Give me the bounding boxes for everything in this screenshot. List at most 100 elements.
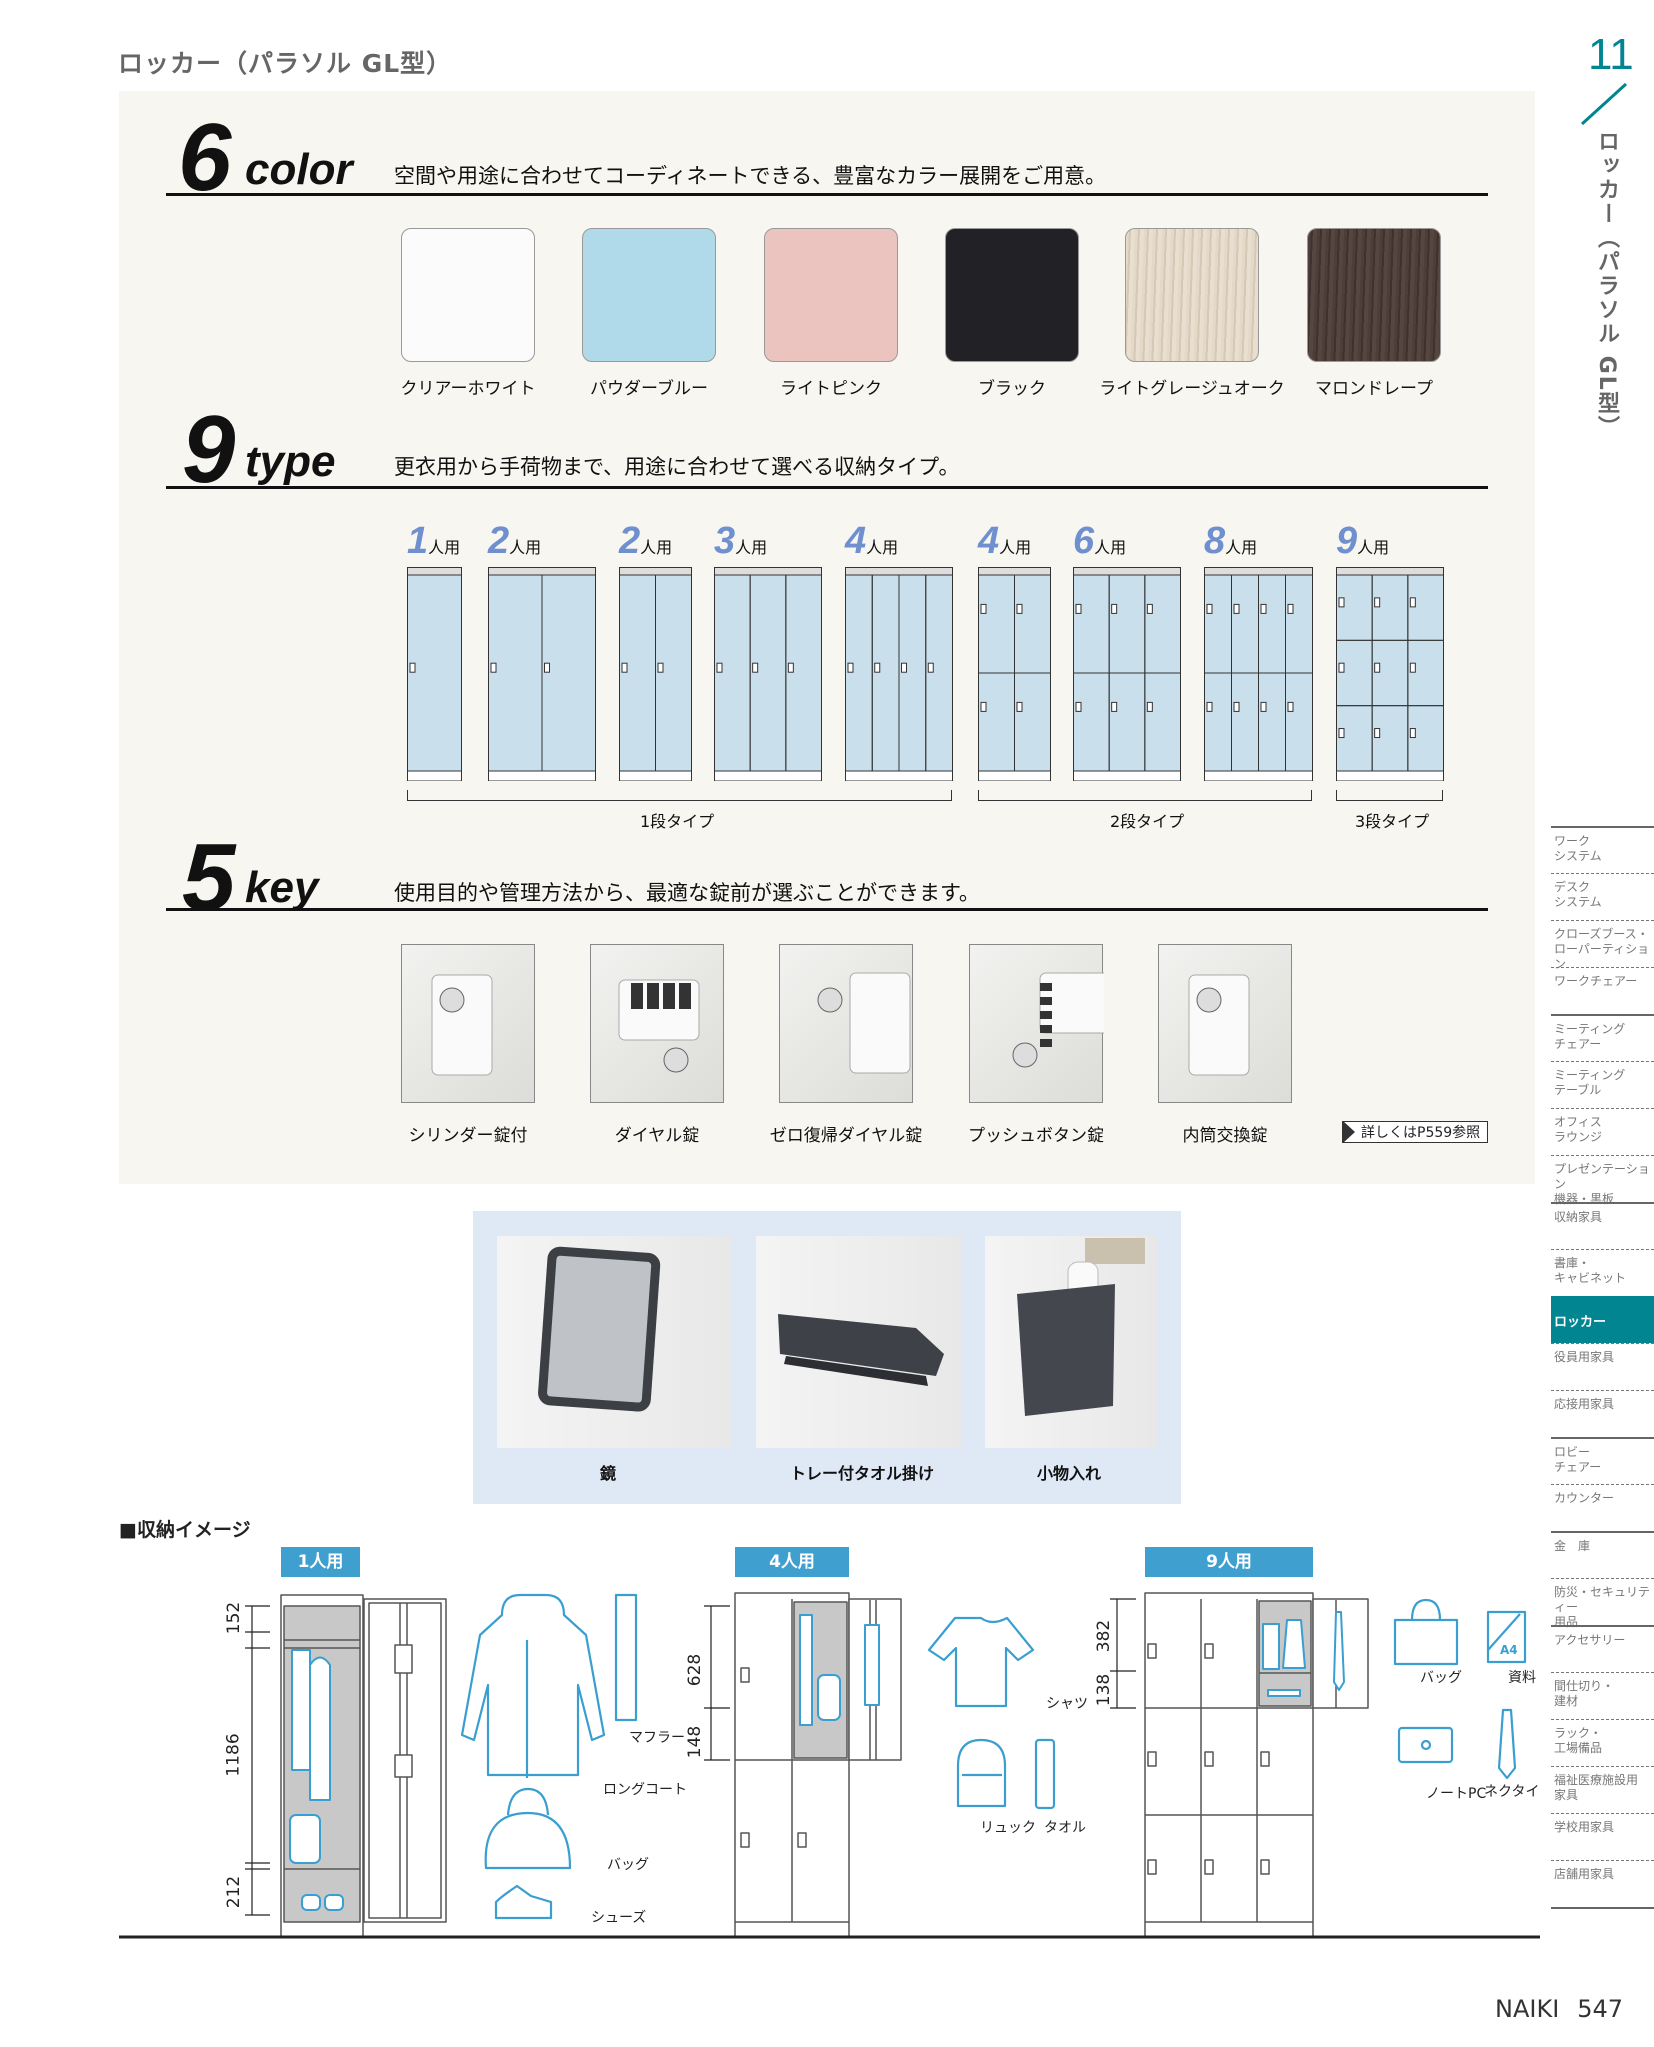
locker-drawing[interactable] [845, 567, 954, 781]
locker-drawing[interactable] [488, 567, 597, 781]
sidebar-item[interactable]: デスク システム [1551, 873, 1654, 920]
locker-9-contents [1262, 1611, 1345, 1697]
sidebar-item[interactable]: ワーク システム [1551, 826, 1654, 873]
locker-drawing[interactable] [1336, 567, 1445, 781]
color-swatch[interactable] [945, 228, 1079, 362]
sidebar-item[interactable]: 収納家具 [1551, 1202, 1654, 1249]
count-number: 1 [407, 520, 429, 562]
lock-icon [618, 979, 700, 1073]
towel-icon [1034, 1738, 1056, 1810]
key-lead: 使用目的や管理方法から、最適な錠前が選ぶことができます。 [394, 881, 980, 905]
sidebar-item[interactable]: プレゼンテーション 機器・黒板 [1551, 1155, 1654, 1206]
key-label: プッシュボタン錠 [968, 1126, 1104, 1146]
bag-icon [484, 1787, 572, 1870]
locker-door [1285, 672, 1313, 772]
sidebar-item[interactable]: ミーティング テーブル [1551, 1061, 1654, 1108]
sidebar-item[interactable]: 役員用家具 [1551, 1343, 1654, 1390]
locker-drawing[interactable] [619, 567, 693, 781]
sidebar-item[interactable]: 防災・セキュリティー 用品 [1551, 1578, 1654, 1629]
handle-icon [874, 662, 881, 673]
sidebar-item[interactable]: 応接用家具 [1551, 1390, 1654, 1437]
locker-1-contents [289, 1649, 344, 1911]
sidebar-item[interactable]: 学校用家具 [1551, 1813, 1654, 1860]
sidebar-item[interactable]: 書庫・ キャビネット [1551, 1249, 1654, 1296]
swatch-label: ブラック [978, 379, 1046, 399]
handle-icon [1016, 701, 1023, 712]
locker-top [845, 567, 953, 576]
sidebar-item[interactable]: オフィス ラウンジ [1551, 1108, 1654, 1155]
sidebar-item[interactable]: ロビー チェアー [1551, 1437, 1654, 1484]
locker-door [541, 574, 596, 772]
sidebar-item[interactable]: カウンター [1551, 1484, 1654, 1531]
color-swatch[interactable] [582, 228, 716, 362]
handle-icon [927, 662, 934, 673]
chapter-number: 11 [1588, 30, 1634, 79]
handle-icon [1206, 603, 1213, 614]
badge-4: 4人用 [735, 1547, 849, 1577]
sidebar-item[interactable]: ロッカー [1551, 1296, 1654, 1343]
muffler-icon [614, 1593, 638, 1722]
locker-top [488, 567, 596, 576]
sidebar-item[interactable]: ワークチェアー [1551, 967, 1654, 1014]
handle-icon [1206, 701, 1213, 712]
coat-icon [460, 1593, 606, 1778]
color-swatch[interactable] [401, 228, 535, 362]
handle-icon [1233, 701, 1240, 712]
sidebar-item[interactable]: 福祉医療施設用 家具 [1551, 1766, 1654, 1813]
unit: 人用 [509, 538, 542, 557]
sidebar-item[interactable]: 金 庫 [1551, 1531, 1654, 1578]
sidebar-item[interactable]: クローズブース・ ローパーティション [1551, 920, 1654, 971]
backpack-icon [956, 1738, 1007, 1808]
accessory-label: トレー付タオル掛け [790, 1464, 935, 1483]
sidebar-item[interactable]: 間仕切り・ 建材 [1551, 1672, 1654, 1719]
handle-icon [1409, 662, 1416, 673]
locker-body [407, 574, 462, 772]
sidebar-item[interactable]: ラック・ 工場備品 [1551, 1719, 1654, 1766]
handle-icon [1287, 701, 1294, 712]
dim-label: 138 [1094, 1673, 1115, 1707]
handle-icon [1338, 597, 1345, 608]
color-swatch[interactable] [764, 228, 898, 362]
locker-count-label: 2人用 [488, 520, 541, 563]
locker-drawing[interactable] [1073, 567, 1182, 781]
handle-icon [787, 662, 794, 673]
sidebar-item[interactable]: ミーティング チェアー [1551, 1014, 1654, 1061]
locker-drawing[interactable] [978, 567, 1052, 781]
count-number: 2 [488, 520, 510, 562]
locker-count-label: 4人用 [978, 520, 1031, 563]
lock-icon [1012, 972, 1121, 1068]
handle-icon [1233, 603, 1240, 614]
shirt-icon [927, 1616, 1035, 1708]
dimension-lines [245, 1598, 1136, 1916]
item-label: シューズ [591, 1910, 647, 1926]
reference-link[interactable]: 詳しくはP559参照 [1342, 1121, 1488, 1143]
locker-count-label: 6人用 [1073, 520, 1126, 563]
handle-icon [1338, 728, 1345, 739]
unit: 人用 [866, 538, 899, 557]
color-lead: 空間や用途に合わせてコーディネートできる、豊富なカラー展開をご用意。 [394, 164, 1107, 188]
sidebar-item[interactable]: アクセサリー [1551, 1625, 1654, 1672]
locker-top [1336, 567, 1444, 576]
locker-top [1204, 567, 1313, 576]
color-swatch[interactable] [1307, 228, 1441, 362]
locker-drawing[interactable] [1204, 567, 1314, 781]
unit: 人用 [1357, 538, 1390, 557]
locker-drawing[interactable] [714, 567, 823, 781]
locker-top [1073, 567, 1181, 576]
color-swatch[interactable] [1125, 228, 1259, 362]
divider [166, 908, 1488, 911]
handle-icon [409, 662, 416, 673]
locker-drawing[interactable] [407, 567, 463, 781]
page-header-title: ロッカー（パラソル GL型） [118, 49, 453, 78]
storage-title: ■収納イメージ [119, 1519, 251, 1541]
badge-9: 9人用 [1145, 1547, 1313, 1577]
handle-icon [1016, 603, 1023, 614]
lock-icon [1188, 974, 1250, 1076]
group-bracket [1336, 790, 1443, 801]
sidebar-item[interactable]: 店舗用家具 [1551, 1860, 1654, 1907]
locker-count-label: 2人用 [619, 520, 672, 563]
brand: NAIKI [1495, 1995, 1560, 2023]
key-label: ダイヤル錠 [614, 1126, 700, 1146]
badge-1: 1人用 [281, 1547, 360, 1577]
